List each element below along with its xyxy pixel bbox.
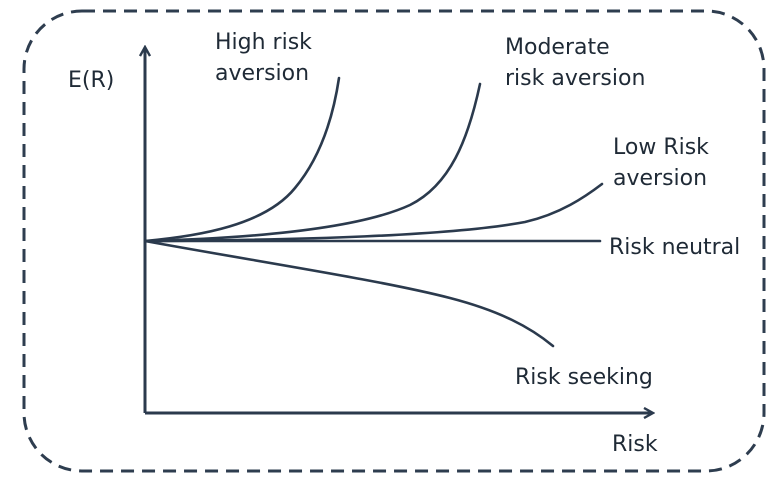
risk-neutral-label: Risk neutral <box>609 235 740 260</box>
y-axis-label: E(R) <box>68 68 114 93</box>
risk-seeking-curve <box>143 239 555 348</box>
dashed-frame <box>22 9 766 473</box>
risk-seeking-label: Risk seeking <box>515 365 653 390</box>
high-risk-aversion-label: High risk aversion <box>215 30 319 86</box>
moderate-risk-aversion-label: Moderate risk aversion <box>505 35 645 91</box>
high-risk-aversion-curve <box>143 76 341 243</box>
x-axis-label: Risk <box>612 432 658 457</box>
low-risk-aversion-label: Low Risk aversion <box>613 135 716 191</box>
moderate-risk-aversion-curve <box>143 82 482 243</box>
low-risk-aversion-curve <box>143 182 604 243</box>
